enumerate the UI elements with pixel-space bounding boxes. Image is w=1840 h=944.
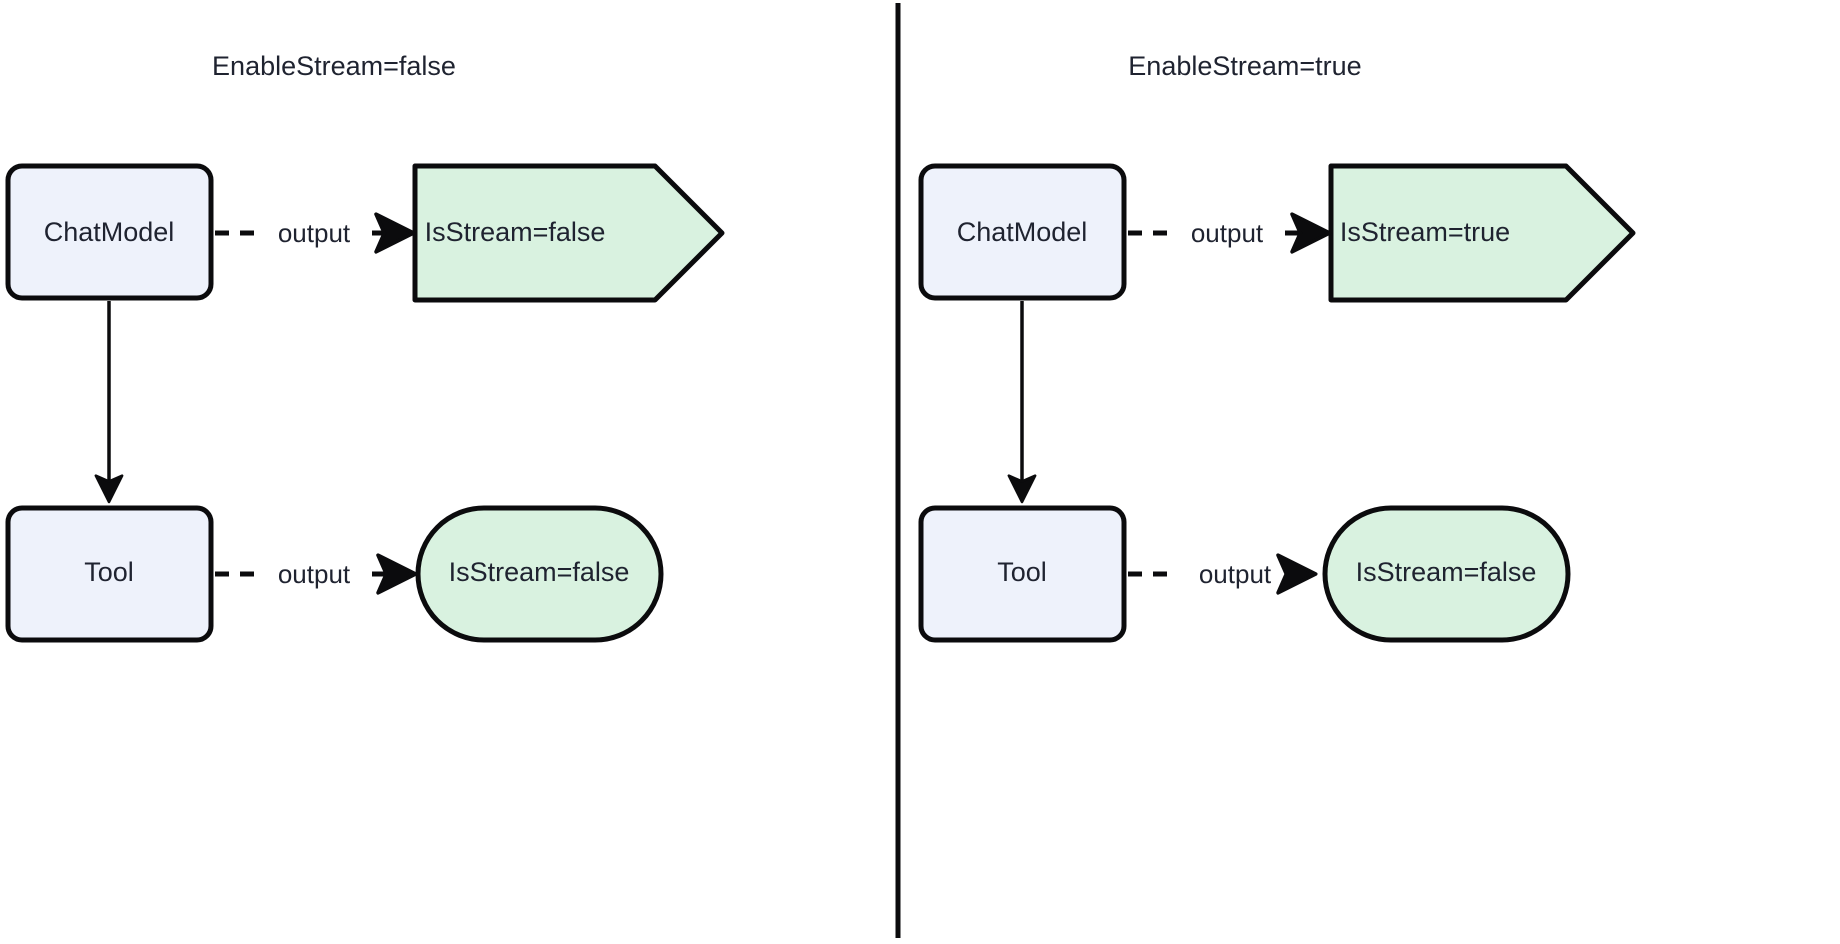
node-label: IsStream=false (449, 557, 630, 587)
node-tool-result-left[interactable]: IsStream=false (415, 505, 664, 643)
node-label: Tool (84, 557, 134, 587)
node-shape-flag[interactable] (412, 163, 725, 303)
node-label: IsStream=false (1356, 557, 1537, 587)
edge-label: output (1191, 218, 1264, 248)
node-label: ChatModel (44, 217, 175, 247)
node-tool-left[interactable]: Tool (5, 505, 214, 643)
node-shape-process[interactable] (918, 163, 1127, 301)
node-shape-process[interactable] (918, 505, 1127, 643)
edge-label: output (278, 218, 351, 248)
node-shape-stadium[interactable] (1322, 505, 1571, 643)
panel-title-right: EnableStream=true (1128, 51, 1361, 81)
node-label: Tool (997, 557, 1047, 587)
node-label: ChatModel (957, 217, 1088, 247)
panel-right: EnableStream=true ChatModel Tool IsStrea… (918, 51, 1636, 643)
node-shape-process[interactable] (5, 163, 214, 301)
node-label: IsStream=false (425, 217, 606, 247)
edge-chat-to-result-left: output (215, 212, 416, 254)
node-tool-result-right[interactable]: IsStream=false (1322, 505, 1571, 643)
edge-label: output (278, 559, 351, 589)
node-shape-process[interactable] (5, 505, 214, 643)
node-shape-flag[interactable] (1328, 163, 1636, 303)
node-chatmodel-left[interactable]: ChatModel (5, 163, 214, 301)
node-chat-result-right[interactable]: IsStream=true (1328, 163, 1636, 303)
node-label: IsStream=true (1340, 217, 1510, 247)
edge-tool-to-result-right: output (1128, 553, 1318, 595)
panel-left: EnableStream=false ChatModel Tool IsStre… (5, 51, 725, 643)
node-tool-right[interactable]: Tool (918, 505, 1127, 643)
node-chat-result-left[interactable]: IsStream=false (412, 163, 725, 303)
edge-tool-to-result-left: output (215, 553, 418, 595)
edge-label: output (1199, 559, 1272, 589)
panel-title-left: EnableStream=false (212, 51, 456, 81)
edge-chat-to-result-right: output (1128, 212, 1332, 254)
node-chatmodel-right[interactable]: ChatModel (918, 163, 1127, 301)
node-shape-stadium[interactable] (415, 505, 664, 643)
